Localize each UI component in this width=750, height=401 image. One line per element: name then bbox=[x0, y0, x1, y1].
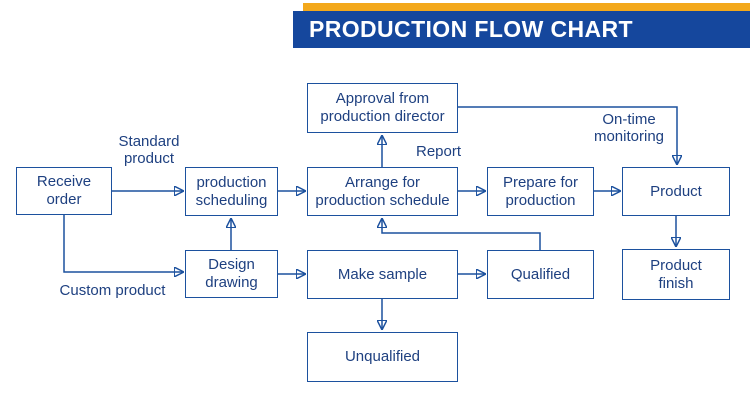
edge-receive-to-design-drawing bbox=[63, 215, 183, 272]
edge-label-on-time-monitoring: On-time monitoring bbox=[593, 111, 665, 146]
node-product-finish: Product finish bbox=[622, 249, 730, 300]
header-title-bar: PRODUCTION FLOW CHART bbox=[293, 11, 750, 48]
node-production-scheduling: production scheduling bbox=[185, 167, 278, 216]
node-make-sample: Make sample bbox=[307, 250, 458, 299]
node-unqualified: Unqualified bbox=[307, 332, 458, 382]
node-receive-order: Receive order bbox=[16, 167, 112, 215]
edge-label-standard-product: Standard product bbox=[118, 133, 180, 168]
node-prepare-for-production: Prepare for production bbox=[487, 167, 594, 216]
edge-label-custom-product: Custom product bbox=[59, 282, 166, 299]
node-approval-from-director: Approval from production director bbox=[307, 83, 458, 133]
node-qualified: Qualified bbox=[487, 250, 594, 299]
node-arrange-production-schedule: Arrange for production schedule bbox=[307, 167, 458, 216]
node-product: Product bbox=[622, 167, 730, 216]
edge-label-report: Report bbox=[416, 143, 462, 160]
edge-qualified-to-arrange bbox=[382, 219, 541, 250]
node-design-drawing: Design drawing bbox=[185, 250, 278, 298]
chart-title: PRODUCTION FLOW CHART bbox=[309, 16, 633, 42]
